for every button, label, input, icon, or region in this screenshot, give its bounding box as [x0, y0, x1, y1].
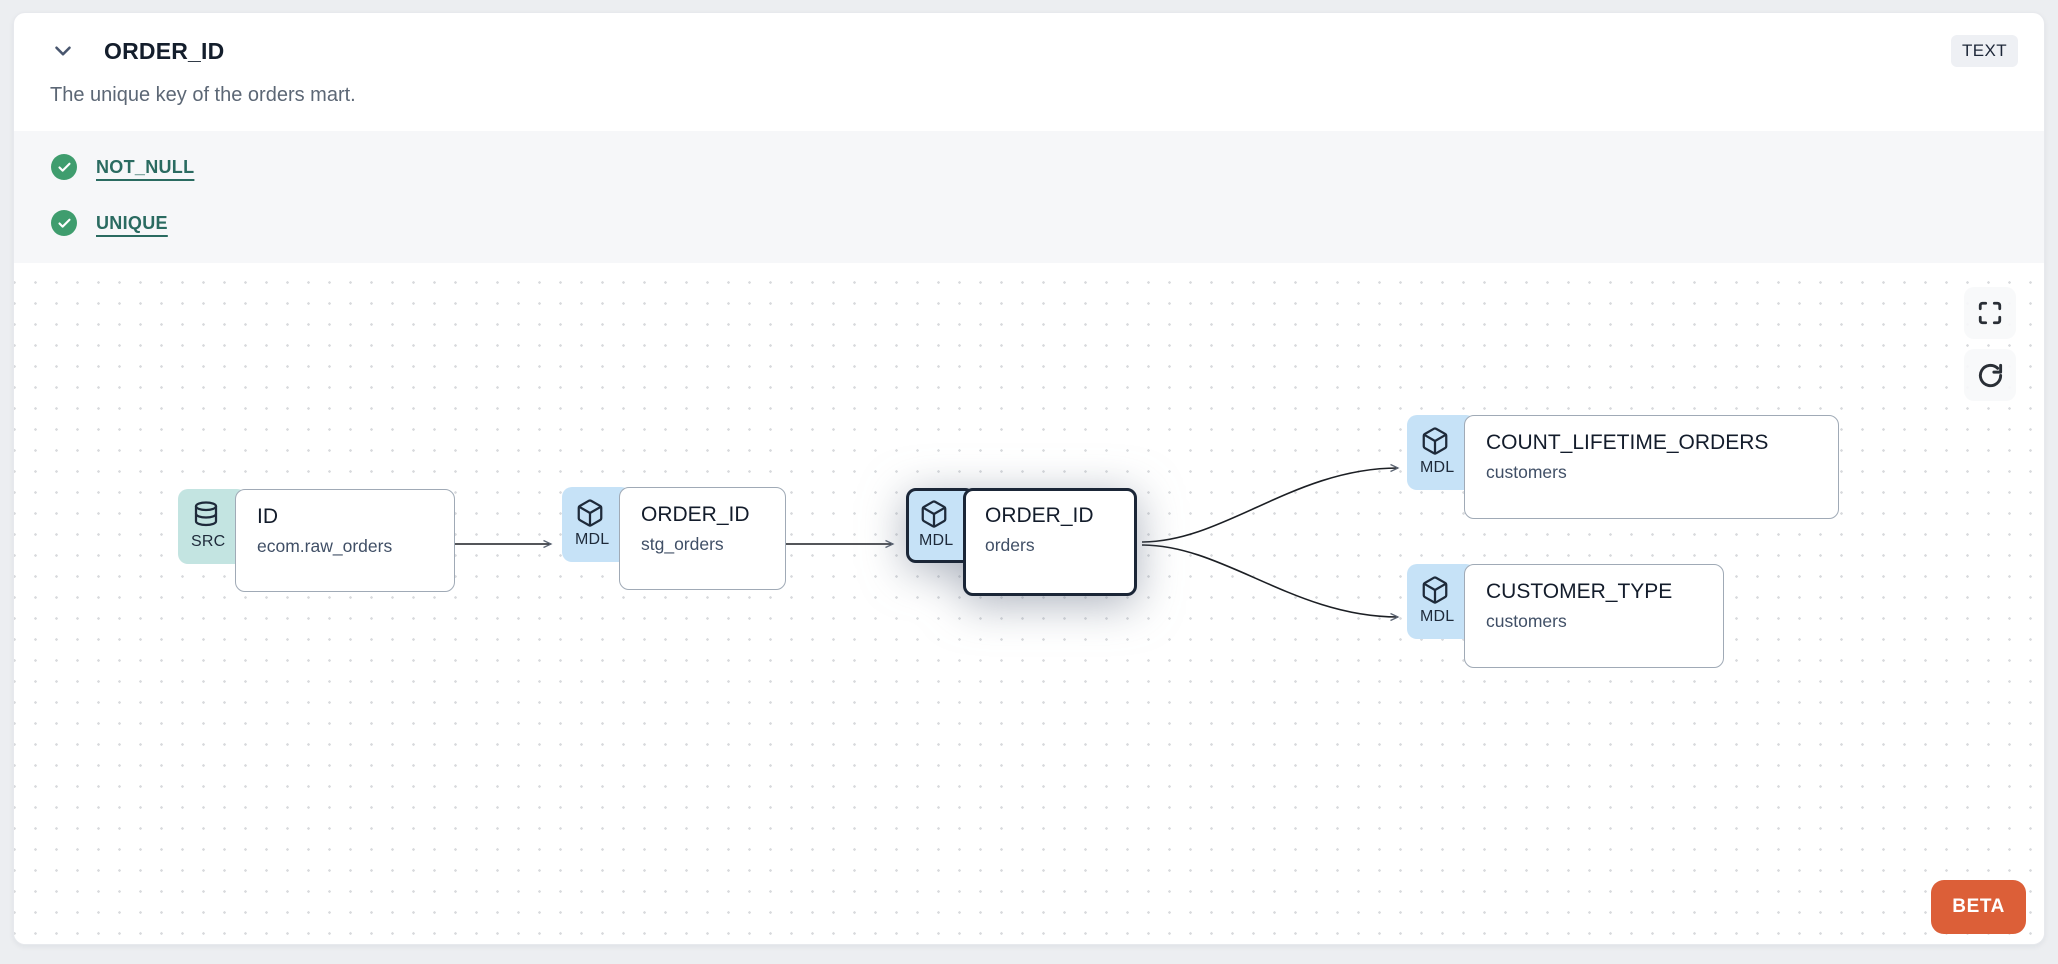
column-description: The unique key of the orders mart.	[50, 84, 356, 106]
fullscreen-icon	[1978, 301, 2002, 325]
lineage-edges	[454, 463, 1400, 622]
collapse-chevron-button[interactable]	[48, 36, 78, 66]
page-title: ORDER_ID	[104, 37, 225, 64]
check-pass-icon	[51, 154, 77, 180]
test-row: UNIQUE	[51, 210, 2008, 236]
cube-icon	[921, 500, 947, 528]
canvas-controls	[1964, 287, 2016, 401]
data-type-badge: TEXT	[1950, 35, 2018, 67]
node-title: COUNT_LIFETIME_ORDERS	[1486, 431, 1769, 454]
lineage-node-orders-order-id-selected[interactable]: MDL ORDER_ID orders	[906, 488, 1137, 596]
edge-mart-count	[1141, 463, 1400, 543]
cube-icon	[1422, 427, 1448, 455]
node-subtitle: customers	[1486, 462, 1567, 482]
cube-icon	[577, 499, 603, 527]
tests-section: NOT_NULL UNIQUE	[14, 131, 2044, 263]
column-detail-card: ORDER_ID TEXT The unique key of the orde…	[13, 12, 2045, 945]
lineage-node-count-lifetime-orders[interactable]: MDL COUNT_LIFETIME_ORDERS customers	[1407, 415, 1839, 519]
test-link-not-null[interactable]: NOT_NULL	[96, 156, 195, 177]
fullscreen-button[interactable]	[1964, 287, 2016, 339]
chevron-down-icon	[55, 46, 71, 56]
test-row: NOT_NULL	[51, 154, 2008, 180]
beta-badge: BETA	[1931, 880, 2026, 934]
node-subtitle: customers	[1486, 611, 1567, 631]
node-badge-label: MDL	[1420, 459, 1455, 476]
database-icon	[194, 501, 218, 527]
refresh-icon	[1978, 363, 2002, 387]
node-body: ORDER_ID stg_orders	[619, 487, 786, 590]
node-body: CUSTOMER_TYPE customers	[1464, 564, 1724, 668]
lineage-node-stg-order-id[interactable]: MDL ORDER_ID stg_orders	[562, 487, 786, 590]
node-subtitle: orders	[985, 535, 1035, 555]
refresh-button[interactable]	[1964, 349, 2016, 401]
node-badge-label: MDL	[919, 532, 954, 549]
cube-icon	[1422, 576, 1448, 604]
lineage-canvas[interactable]: SRC ID ecom.raw_orders MDL ORDER_ID stg_…	[14, 263, 2044, 944]
node-badge-label: SRC	[191, 533, 226, 550]
node-subtitle: ecom.raw_orders	[257, 536, 393, 556]
node-title: ID	[257, 505, 278, 528]
node-title: ORDER_ID	[641, 503, 750, 526]
check-pass-icon	[51, 210, 77, 236]
header: ORDER_ID TEXT	[14, 13, 2044, 67]
lineage-node-source-id[interactable]: SRC ID ecom.raw_orders	[178, 489, 455, 592]
node-title: ORDER_ID	[985, 504, 1094, 527]
node-body: COUNT_LIFETIME_ORDERS customers	[1464, 415, 1839, 519]
lineage-node-customer-type[interactable]: MDL CUSTOMER_TYPE customers	[1407, 564, 1724, 668]
test-link-unique[interactable]: UNIQUE	[96, 212, 168, 233]
node-subtitle: stg_orders	[641, 534, 724, 554]
node-body: ORDER_ID orders	[963, 488, 1137, 596]
node-title: CUSTOMER_TYPE	[1486, 580, 1673, 603]
node-body: ID ecom.raw_orders	[235, 489, 455, 592]
node-badge-label: MDL	[575, 531, 610, 548]
node-badge-label: MDL	[1420, 608, 1455, 625]
edge-mart-ctype	[1141, 544, 1400, 622]
